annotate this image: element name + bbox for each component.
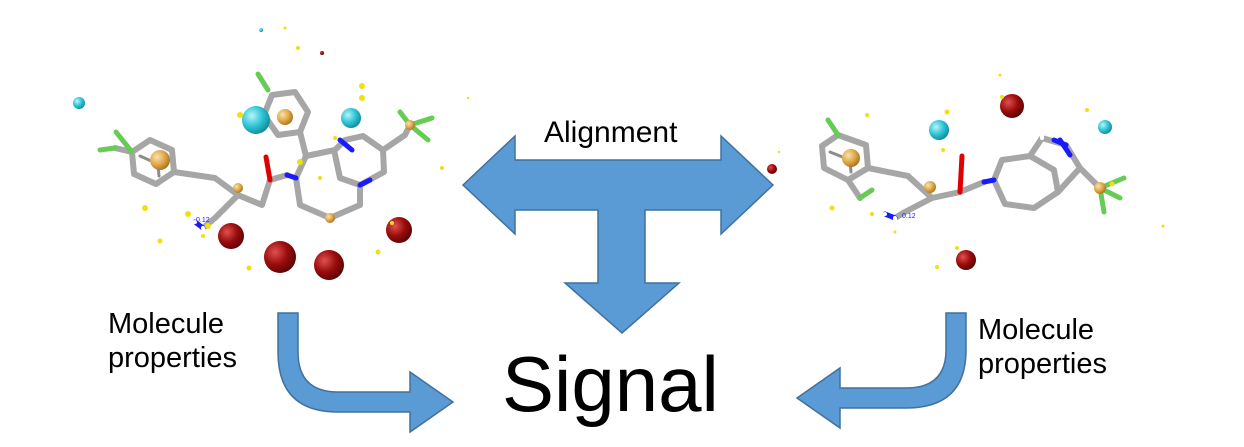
left-properties-arrow bbox=[277, 312, 455, 434]
left-yellow-dots bbox=[142, 26, 470, 271]
right-feature-spheres bbox=[767, 94, 1112, 270]
signal-label: Signal bbox=[502, 340, 719, 428]
left-charge-tag: 0.12 bbox=[196, 217, 210, 224]
alignment-label: Alignment bbox=[544, 116, 678, 149]
right-properties-arrow bbox=[795, 312, 967, 430]
left-feature-spheres bbox=[73, 28, 415, 280]
right-molecule-icon: 0.12 bbox=[767, 73, 1165, 270]
right-charge-tag: 0.12 bbox=[902, 213, 916, 220]
right-properties-label: Molecule properties bbox=[978, 314, 1107, 381]
alignment-double-arrow bbox=[461, 134, 775, 334]
left-molecule-icon: 0.12 bbox=[73, 26, 470, 280]
left-properties-label: Molecule properties bbox=[108, 308, 237, 375]
right-yellow-dots bbox=[777, 73, 1165, 269]
